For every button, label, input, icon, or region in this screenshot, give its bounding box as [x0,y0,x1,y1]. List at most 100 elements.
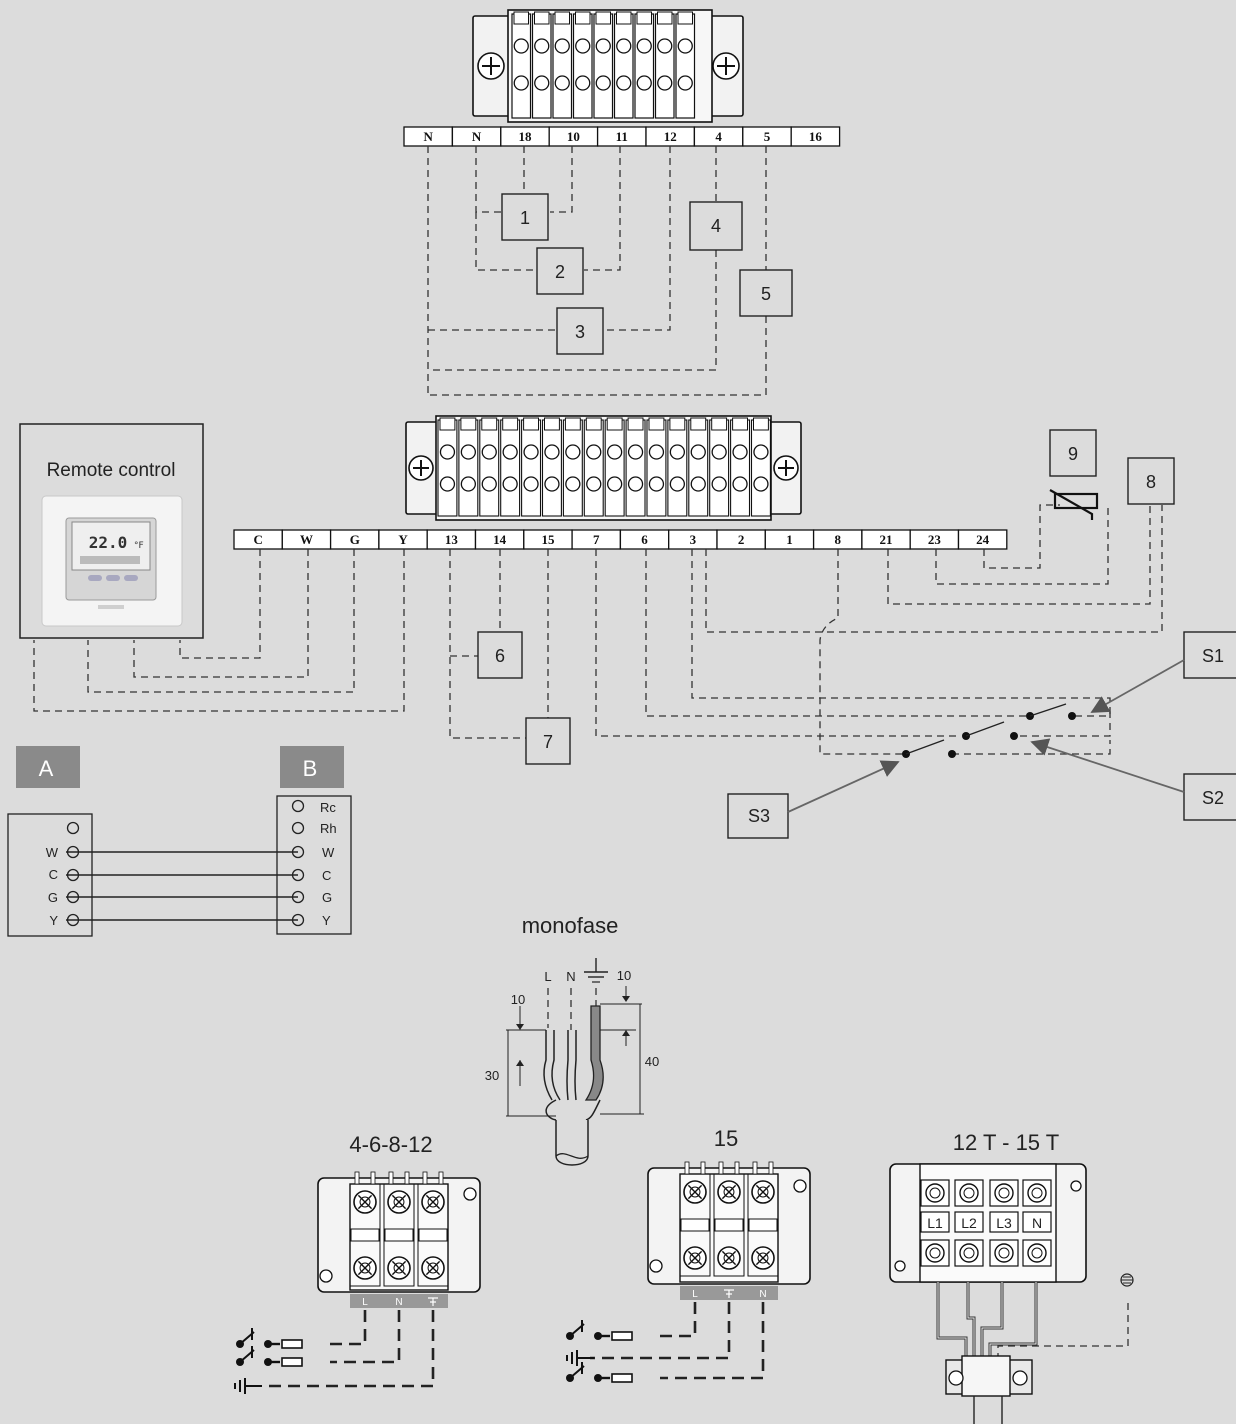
ground-icon [584,958,608,983]
svg-text:7: 7 [543,732,553,752]
svg-text:4-6-8-12: 4-6-8-12 [349,1132,432,1157]
svg-text:Y: Y [322,913,331,928]
terminal-label: 10 [567,129,580,144]
terminal-label: 21 [880,532,893,547]
svg-text:W: W [46,845,59,860]
svg-text:L3: L3 [996,1215,1012,1231]
ground-icon [1120,1273,1134,1287]
terminal-label: G [350,532,360,547]
terminal-label: 18 [519,129,533,144]
terminal-label: 14 [493,532,507,547]
svg-text:Rc: Rc [320,800,336,815]
terminal-label: 11 [616,129,628,144]
box-2: 2 [536,247,584,295]
svg-text:3: 3 [575,322,585,342]
terminal-label: 3 [690,532,697,547]
svg-text:1: 1 [520,208,530,228]
terminal-label: 15 [541,532,555,547]
thermostat-b: B Rc Rh W C G Y [276,746,352,935]
svg-text:30: 30 [485,1068,499,1083]
svg-text:4: 4 [711,216,721,236]
svg-text:9: 9 [1068,444,1078,464]
svg-text:G: G [48,890,58,905]
svg-text:S2: S2 [1202,788,1224,808]
terminal-label: 12 [664,129,677,144]
thermostat-wires [66,845,305,927]
svg-text:L: L [362,1297,368,1308]
svg-text:A: A [39,756,54,781]
svg-text:5: 5 [761,284,771,304]
box-9: 9 [1049,429,1097,477]
svg-text:S3: S3 [748,806,770,826]
terminal-label: 16 [809,129,823,144]
svg-text:N: N [1032,1215,1042,1231]
terminal-label: C [253,532,262,547]
cable-diagram: monofase L N 10 30 10 [485,913,659,1166]
svg-text:8: 8 [1146,472,1156,492]
svg-text:L2: L2 [961,1215,977,1231]
remote-wiring [33,549,405,712]
svg-text:W: W [322,845,335,860]
terminal-label: 2 [738,532,745,547]
svg-text:N: N [395,1297,402,1308]
svg-text:L1: L1 [927,1215,943,1231]
terminal-label: N [424,129,434,144]
cable-title: monofase [522,913,619,938]
svg-text:N: N [566,969,575,984]
main-terminal-block [405,415,802,521]
switch-s3 [902,739,956,758]
remote-button [124,575,138,581]
switch-s1 [1026,703,1076,720]
svg-text:S1: S1 [1202,646,1224,666]
terminal-label: 24 [976,532,990,547]
thermistor-icon [1049,489,1099,520]
svg-text:10: 10 [511,992,525,1007]
terminal-label: 4 [715,129,722,144]
terminal-label: 7 [593,532,600,547]
remote-button [106,575,120,581]
ground-icon [724,1289,734,1298]
svg-text:40: 40 [645,1054,659,1069]
power-block-3-wiring [936,1273,1134,1424]
switch-s2 [962,721,1018,740]
control-wiring [449,504,1163,755]
terminal-label: 1 [786,532,793,547]
label-s2: S2 [1030,738,1236,821]
terminal-label: 6 [641,532,648,547]
svg-text:15: 15 [714,1126,738,1151]
svg-text:2: 2 [555,262,565,282]
box-5: 5 [739,269,793,317]
ground-icon [428,1297,438,1306]
svg-text:G: G [322,890,332,905]
svg-text:10: 10 [617,968,631,983]
label-s1: S1 [1090,631,1236,713]
svg-text:12 T - 15 T: 12 T - 15 T [953,1130,1059,1155]
terminal-label: 5 [764,129,771,144]
box-7: 7 [525,717,571,765]
svg-text:6: 6 [495,646,505,666]
power-block-1-wiring [234,1310,435,1394]
terminal-label: N [472,129,482,144]
top-terminal-strip: N N 18 10 11 12 4 5 16 [403,126,841,147]
top-wiring [427,146,767,396]
terminal-label: W [300,532,313,547]
box-4: 4 [689,201,743,251]
box-1: 1 [501,193,549,241]
terminal-label: 13 [445,532,459,547]
top-terminal-block [472,9,744,123]
svg-text:B: B [303,756,318,781]
terminal-label: 8 [835,532,842,547]
terminal-label: 23 [928,532,942,547]
svg-text:N: N [759,1289,766,1300]
svg-text:C: C [49,867,58,882]
terminal-label: Y [398,532,408,547]
remote-display-temp: 22.0 [89,533,128,552]
remote-control-title: Remote control [47,460,176,481]
svg-text:Rh: Rh [320,821,337,836]
thermostat-a: A W C G Y [7,746,93,937]
svg-text:C: C [322,868,331,883]
svg-text:L: L [692,1289,698,1300]
remote-control-panel: Remote control 22.0 °F [19,423,204,639]
